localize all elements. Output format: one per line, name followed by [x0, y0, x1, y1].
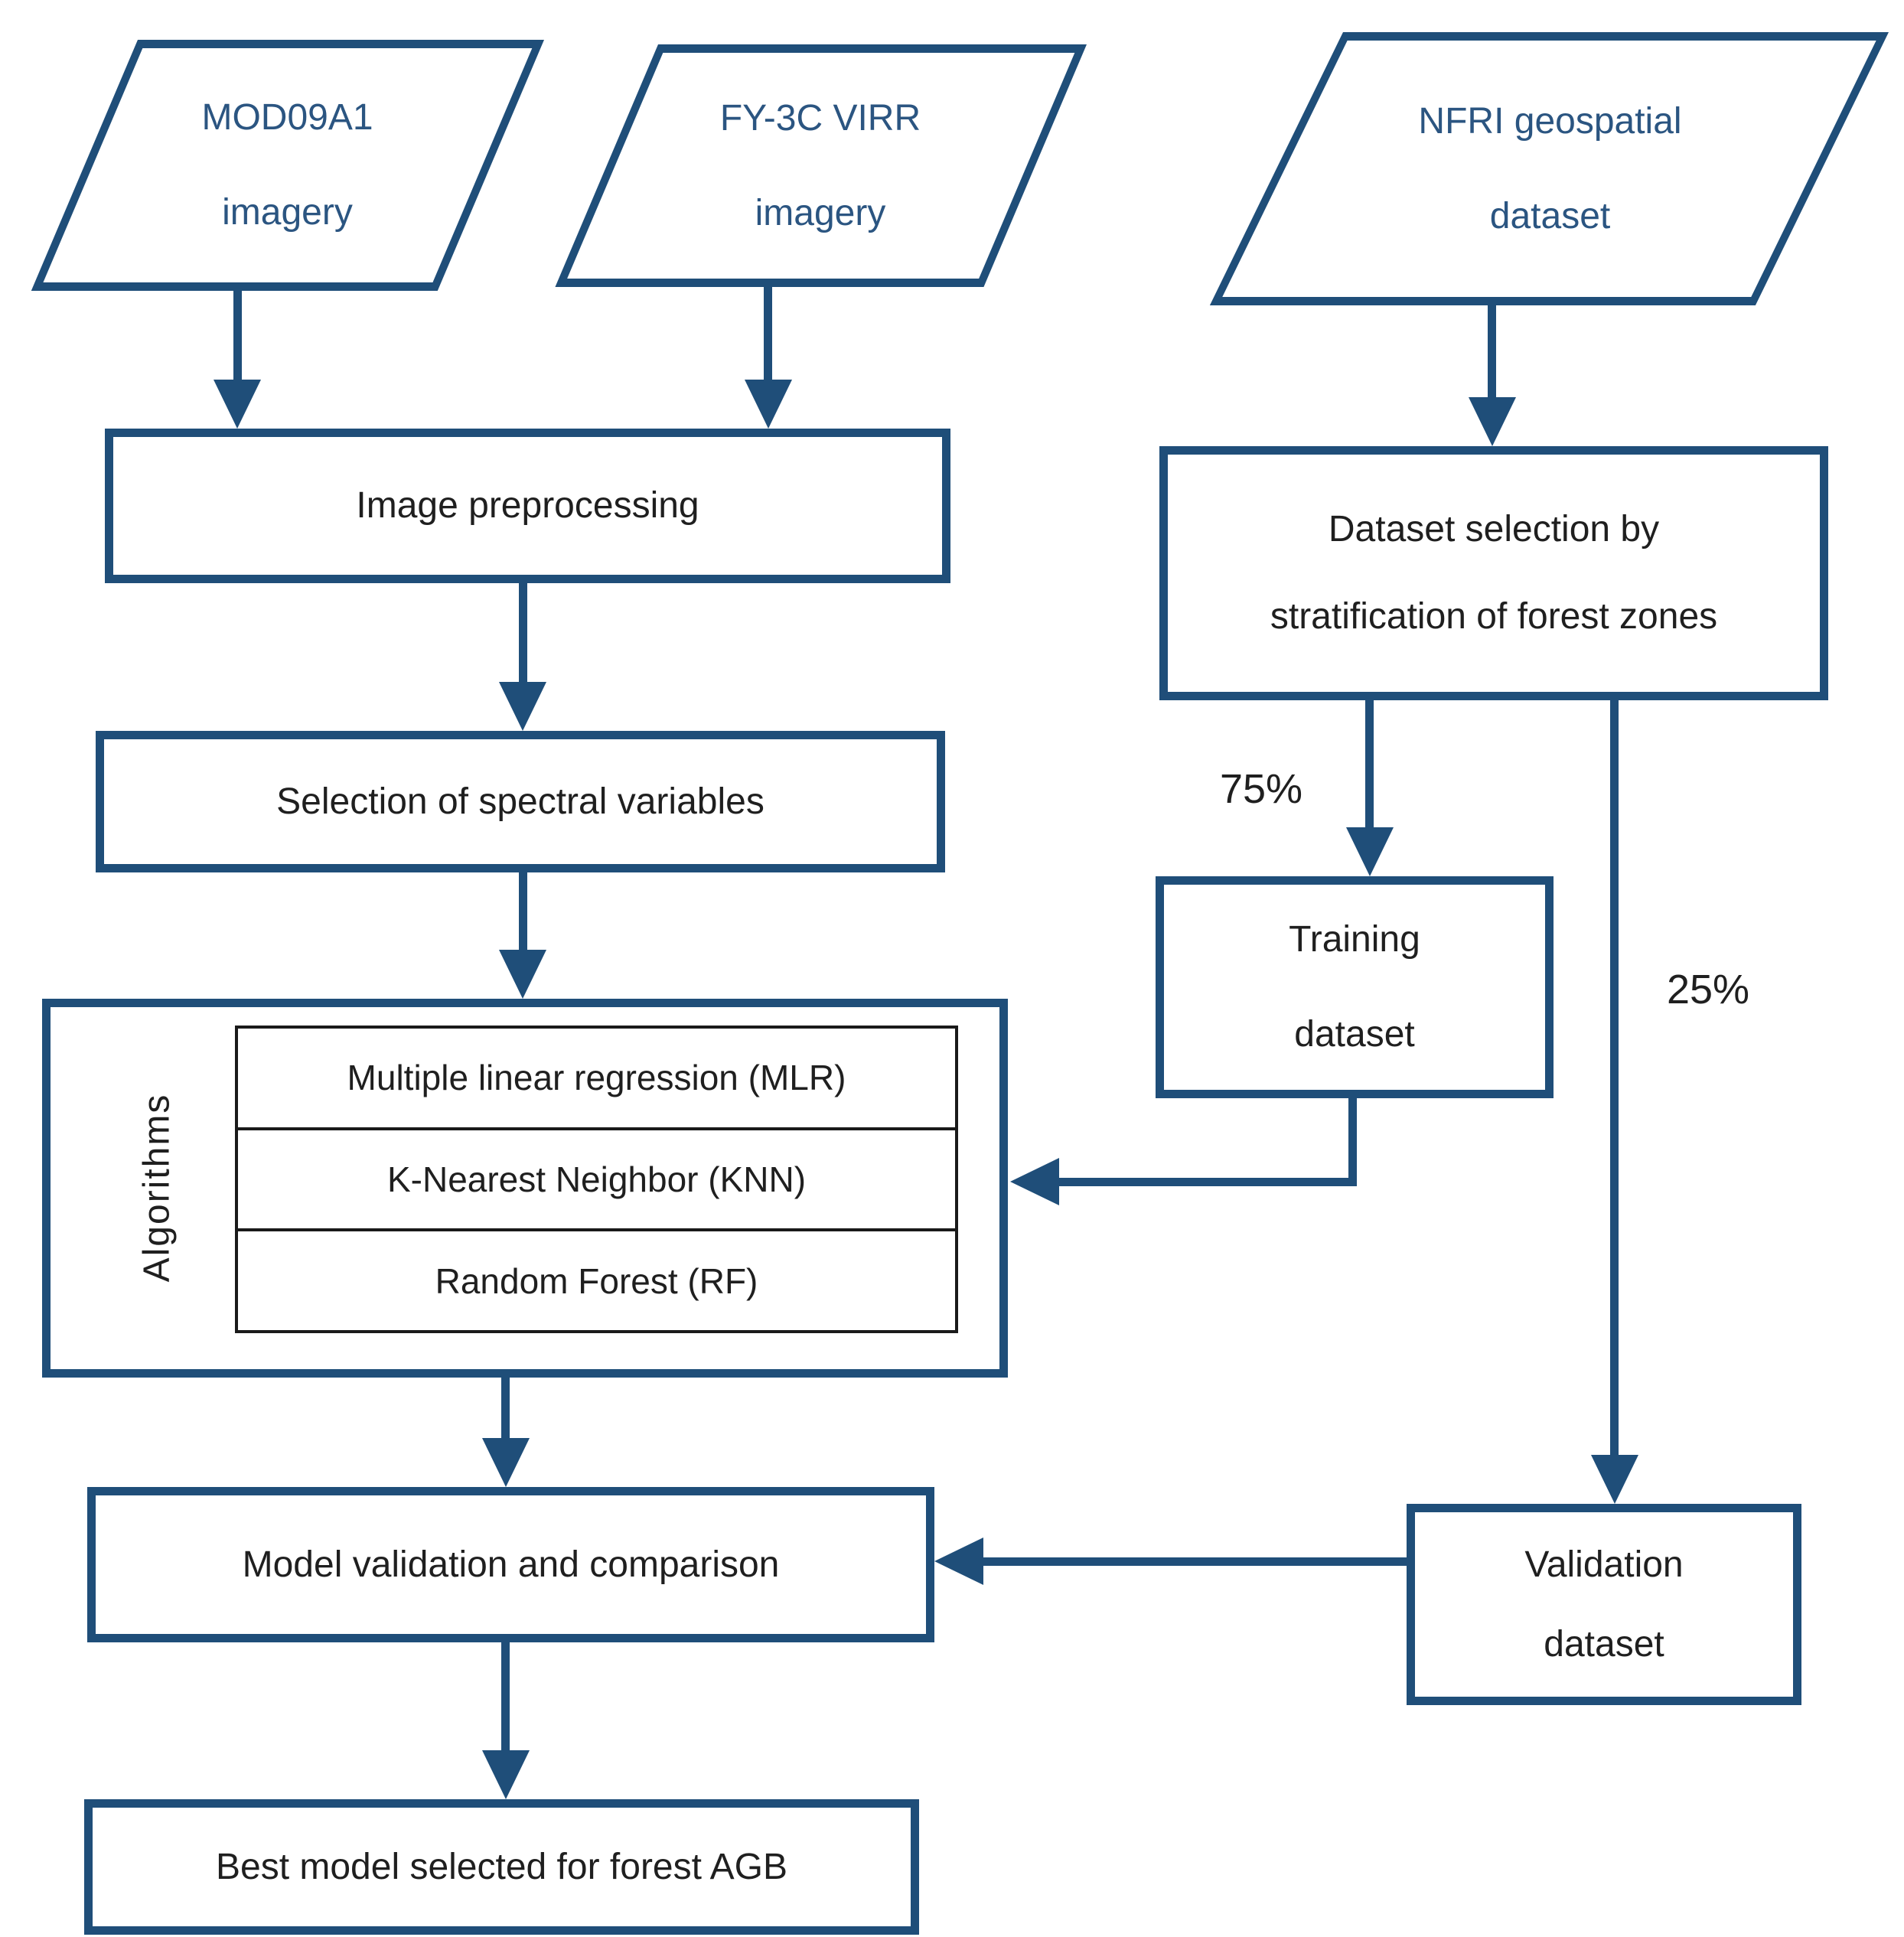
node-label: Best model selected for forest AGB	[215, 1846, 788, 1887]
arrow-shaft	[1610, 700, 1619, 1456]
node-best-model: Best model selected for forest AGB	[84, 1799, 919, 1935]
arrow-head-down-icon	[745, 380, 792, 429]
node-label: NFRI geospatial dataset	[1277, 32, 1823, 305]
node-spectral-variable-selection: Selection of spectral variables	[96, 731, 945, 872]
node-label-line1: Dataset selection by	[1328, 509, 1660, 549]
node-training-dataset: Training dataset	[1156, 876, 1554, 1098]
arrow-head-down-icon	[1346, 827, 1394, 876]
node-label-line1: FY-3C VIRR	[719, 97, 921, 139]
arrow-shaft	[1348, 1098, 1357, 1185]
node-label-line2: imagery	[222, 192, 353, 233]
arrow-head-down-icon	[482, 1750, 530, 1799]
node-nfri-geospatial-dataset: NFRI geospatial dataset	[1209, 32, 1889, 305]
label-training-split-75: 75%	[1219, 766, 1303, 812]
arrow-head-down-icon	[214, 380, 261, 429]
algorithms-vertical-label: Algorithms	[136, 1093, 178, 1283]
arrow-head-down-icon	[1591, 1455, 1638, 1504]
node-dataset-selection: Dataset selection by stratification of f…	[1159, 446, 1828, 700]
node-label: Image preprocessing	[356, 485, 699, 526]
algorithm-row-knn: K-Nearest Neighbor (KNN)	[238, 1127, 955, 1229]
node-label-line2: dataset	[1294, 1014, 1415, 1055]
label-validation-split-25: 25%	[1666, 967, 1750, 1013]
node-label: MOD09A1 imagery	[84, 40, 491, 291]
node-label: FY-3C VIRR imagery	[606, 44, 1035, 287]
arrow-shaft	[1059, 1178, 1357, 1186]
algorithm-row-mlr: Multiple linear regression (MLR)	[347, 1058, 846, 1098]
node-validation-dataset: Validation dataset	[1407, 1504, 1801, 1705]
node-label: Selection of spectral variables	[276, 781, 765, 822]
node-model-validation: Model validation and comparison	[87, 1487, 934, 1642]
node-label: Model validation and comparison	[242, 1544, 780, 1585]
node-label-line2: dataset	[1489, 195, 1611, 236]
node-label-line1: NFRI geospatial	[1418, 100, 1682, 142]
node-image-preprocessing: Image preprocessing	[105, 429, 950, 583]
arrow-shaft	[1365, 700, 1374, 829]
arrow-head-down-icon	[482, 1438, 530, 1487]
arrow-head-left-icon	[934, 1538, 983, 1585]
node-label-line2: dataset	[1544, 1623, 1664, 1665]
arrow-shaft	[1488, 305, 1496, 399]
algorithm-row-rf: Random Forest (RF)	[238, 1228, 955, 1330]
arrow-head-down-icon	[1469, 397, 1516, 446]
node-fy3c-virr-imagery: FY-3C VIRR imagery	[555, 44, 1087, 287]
arrow-head-left-icon	[1010, 1158, 1059, 1205]
arrow-shaft	[501, 1378, 510, 1440]
node-mod09a1-imagery: MOD09A1 imagery	[31, 40, 544, 291]
arrow-head-down-icon	[499, 950, 546, 999]
node-label-line1: MOD09A1	[201, 97, 373, 138]
node-label-line2: imagery	[755, 192, 886, 233]
arrow-shaft	[233, 291, 242, 381]
node-label-line1: Training	[1289, 919, 1420, 960]
node-label-line1: Validation	[1524, 1544, 1684, 1585]
arrow-head-down-icon	[499, 682, 546, 731]
arrow-shaft	[519, 872, 527, 951]
algorithms-table: Multiple linear regression (MLR) K-Neare…	[235, 1026, 958, 1333]
arrow-shaft	[501, 1642, 510, 1752]
arrow-shaft	[983, 1557, 1407, 1566]
arrow-shaft	[519, 583, 527, 683]
arrow-shaft	[764, 287, 772, 381]
node-label-line2: stratification of forest zones	[1270, 596, 1718, 637]
